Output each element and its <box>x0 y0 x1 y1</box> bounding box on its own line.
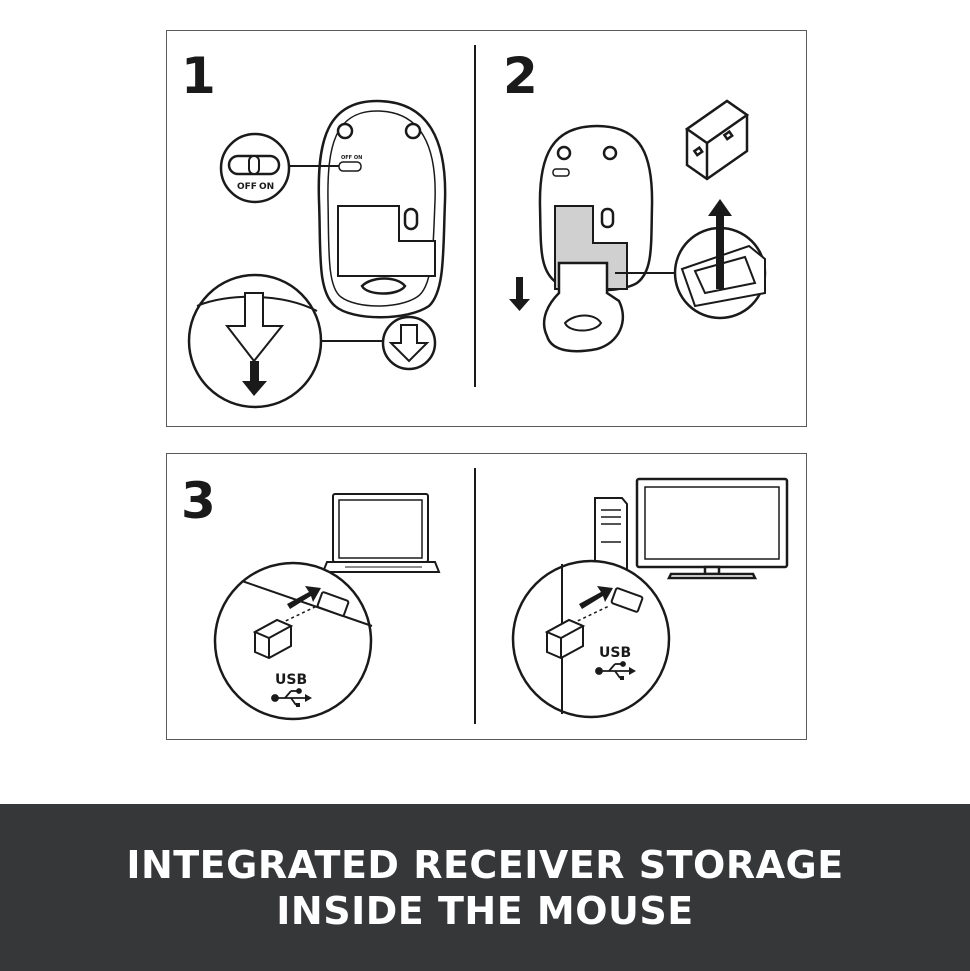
arrow-down-icon <box>509 277 530 311</box>
insert-arrow-icon <box>579 586 613 609</box>
caption-line-1: INTEGRATED RECEIVER STORAGE <box>126 842 844 887</box>
battery-cover-icon <box>542 261 625 353</box>
instruction-panel-step-3: 3 USB <box>166 453 807 740</box>
step-number-1: 1 <box>181 47 216 105</box>
laptop-illustration: USB <box>213 493 441 721</box>
step1-illustration: OFF ON OFF ON <box>187 99 447 409</box>
panel-divider <box>474 45 476 387</box>
caption-line-2: INSIDE THE MOUSE <box>276 888 694 933</box>
usb-symbol-icon <box>595 661 636 680</box>
laptop-icon <box>321 493 441 573</box>
switch-on-label: ON <box>259 182 274 192</box>
step-number-2: 2 <box>503 47 538 105</box>
usb-port-icon <box>316 591 350 617</box>
arrow-up-icon <box>716 211 724 289</box>
usb-symbol-icon <box>271 688 312 707</box>
usb-receiver-icon <box>252 618 294 660</box>
usb-receiver-icon <box>544 618 586 660</box>
caption-banner: INTEGRATED RECEIVER STORAGE INSIDE THE M… <box>0 804 970 971</box>
usb-receiver-icon <box>684 99 750 181</box>
instruction-panel-steps-1-2: 1 2 OFF ON OFF ON <box>166 30 807 427</box>
panel-divider <box>474 468 476 724</box>
desktop-illustration: USB <box>511 477 789 719</box>
switch-off-label: OFF <box>237 182 257 192</box>
monitor-icon <box>635 477 789 580</box>
usb-port-zoom-circle <box>213 561 373 721</box>
step-number-3: 3 <box>181 472 216 530</box>
usb-port-icon <box>610 587 644 613</box>
step2-illustration <box>509 99 767 353</box>
usb-label: USB <box>275 672 307 688</box>
mouse-underside-icon <box>317 99 447 319</box>
desktop-tower-icon <box>594 497 628 573</box>
svg-text:OFF ON: OFF ON <box>341 155 362 161</box>
usb-label: USB <box>599 645 631 661</box>
slide-down-arrow-outline-icon <box>224 292 285 363</box>
insert-arrow-icon <box>287 586 321 609</box>
usb-port-zoom-circle <box>511 559 671 719</box>
arrow-down-icon <box>242 361 267 396</box>
